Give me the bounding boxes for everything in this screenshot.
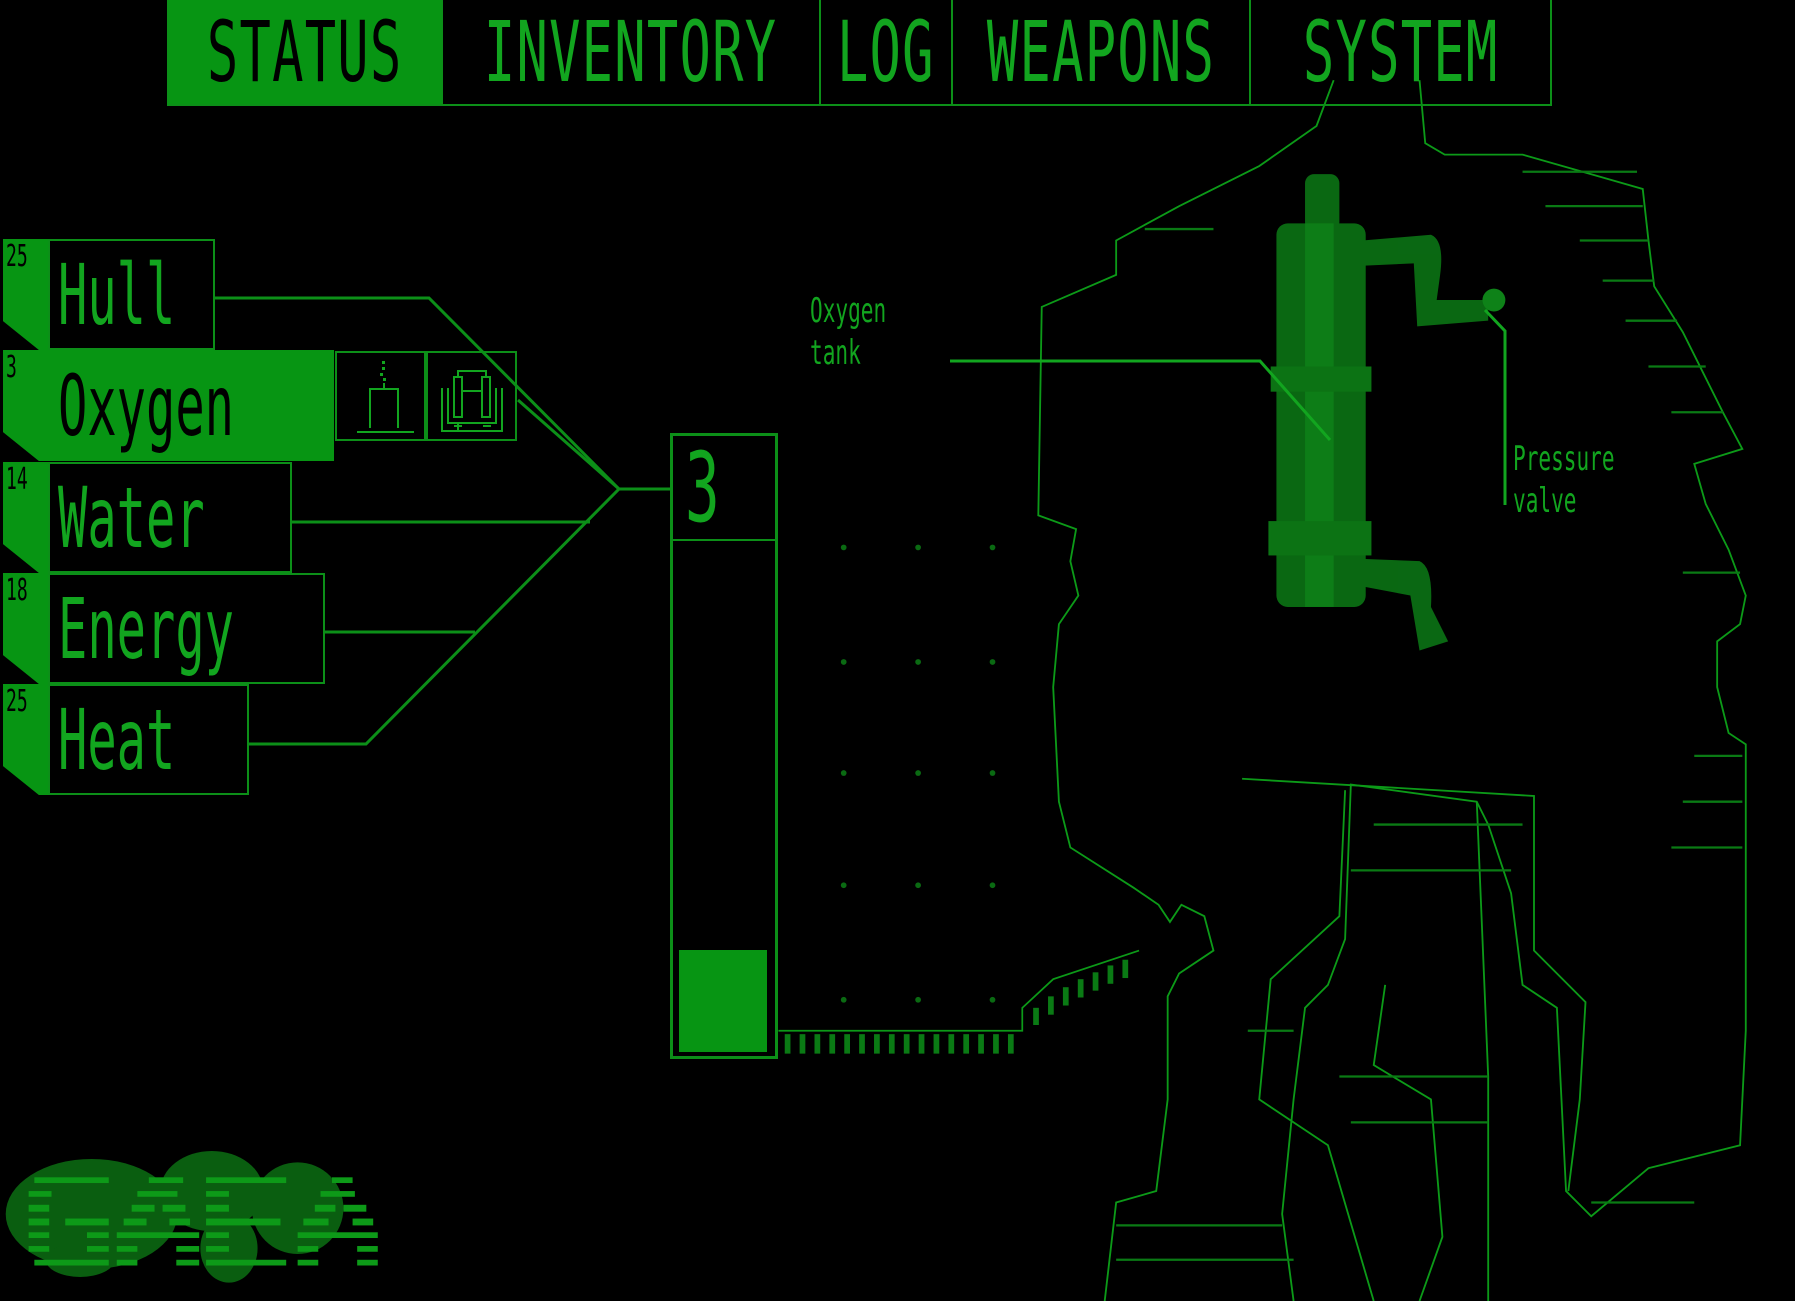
gauge-header: 3 [673, 436, 775, 541]
map-outline-left [1037, 79, 1335, 1301]
resource-label-box: Oxygen [48, 350, 334, 461]
map-outline-inner-2 [1258, 790, 1375, 1301]
electrolysis-button[interactable] [426, 351, 517, 441]
resource-name: Hull [58, 245, 176, 344]
map-outline-right [1281, 80, 1747, 1301]
tab-log[interactable]: LOG [821, 0, 953, 104]
map-outline-inner [1242, 777, 1587, 1192]
tab-weapons[interactable]: WEAPONS [953, 0, 1251, 104]
tab-system-label: SYSTEM [1302, 3, 1499, 101]
main-tab-bar: STATUS INVENTORY LOG WEAPONS SYSTEM [167, 0, 1552, 106]
flask-bubbles-icon [357, 361, 414, 433]
resource-name: Energy [58, 579, 234, 678]
pressure-valve-label-line1: Pressure [1513, 439, 1615, 479]
gauge-value: 3 [685, 432, 720, 544]
gauge-fill [679, 950, 767, 1052]
oxygen-connector [517, 398, 620, 491]
resource-value: 18 [6, 573, 28, 608]
pressure-valve-label: Pressure valve [1513, 438, 1615, 522]
resource-name: Oxygen [58, 356, 234, 455]
tab-log-label: LOG [837, 3, 935, 101]
resource-label-box: Hull [48, 239, 215, 350]
resource-value: 25 [6, 239, 28, 274]
hull-connector [215, 296, 621, 491]
resource-label-box: Heat [48, 684, 249, 795]
tab-system[interactable]: SYSTEM [1251, 0, 1550, 104]
resource-row-heat[interactable]: 25 Heat [3, 684, 249, 795]
flask-bubbles-button[interactable] [335, 351, 426, 441]
grid-markers [840, 544, 996, 1003]
oxygen-gauge: 3 [670, 433, 778, 1059]
resource-row-energy[interactable]: 18 Energy [3, 573, 325, 684]
oxygen-tank-label-line1: Oxygen [810, 291, 887, 331]
electrolysis-icon [441, 370, 503, 432]
resource-value: 3 [6, 350, 17, 385]
oxygen-tank-callout-line [950, 359, 1332, 441]
world-logo [5, 1150, 378, 1283]
resource-label-box: Energy [48, 573, 325, 684]
heat-connector [249, 487, 670, 746]
resource-row-hull[interactable]: 25 Hull [3, 239, 215, 350]
resource-value: 14 [6, 462, 28, 497]
resource-label-box: Water [48, 462, 292, 573]
resource-row-oxygen[interactable]: 3 Oxygen [3, 350, 334, 461]
resource-value: 25 [6, 684, 28, 719]
map-outline-inner-4 [1372, 984, 1444, 1301]
tab-status-label: STATUS [207, 3, 403, 101]
oxygen-tank-label-line2: tank [810, 333, 861, 373]
oxygen-tank-model [1268, 174, 1506, 651]
tab-inventory[interactable]: INVENTORY [443, 0, 821, 104]
ruler-ticks [784, 959, 1129, 1054]
tab-inventory-label: INVENTORY [484, 3, 778, 101]
pressure-valve-callout-line [1483, 308, 1507, 505]
oxygen-tank-label: Oxygen tank [810, 290, 886, 374]
resource-name: Heat [58, 690, 176, 789]
tab-status[interactable]: STATUS [169, 0, 443, 104]
pressure-valve-label-line2: valve [1513, 481, 1577, 521]
resource-name: Water [58, 468, 205, 567]
tab-weapons-label: WEAPONS [986, 3, 1216, 101]
resource-row-water[interactable]: 14 Water [3, 462, 292, 573]
